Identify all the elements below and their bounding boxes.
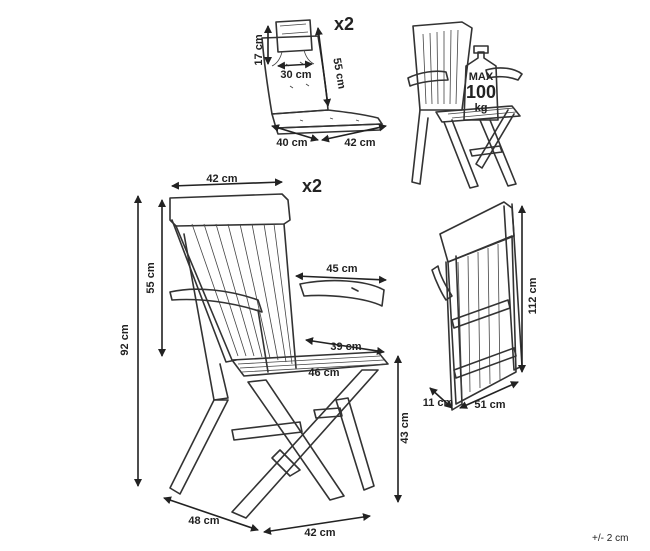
cushion-drawing: 17 cm 30 cm 55 cm 40 cm 42 cm x2 [253,14,387,149]
total-height-label: 92 cm [119,324,131,355]
cushion-width-label: 42 cm [344,137,375,149]
cushion-headrest [275,19,313,53]
cushion-depth-label: 40 cm [276,137,307,149]
depth-label: 48 cm [188,515,219,527]
seat-depth-label: 39 cm [330,341,361,353]
main-chair-drawing: 42 cm x2 92 cm 55 cm 45 cm 39 cm 46 cm 4… [119,173,411,539]
cushion-headrest-width-label: 30 cm [280,69,311,81]
width-label: 42 cm [304,527,335,539]
load-max-label: MAX [469,71,494,83]
folded-thickness-label: 11 cm [423,397,454,409]
cushion-headrest-height-label: 17 cm [253,34,265,65]
tolerance-note: +/- 2 cm [592,533,628,544]
cushion-seat [271,109,383,129]
main-chair-quantity: x2 [302,176,322,196]
load-unit-label: kg [475,102,488,114]
main-chair-right-arm [299,279,385,307]
folded-chair-drawing: 112 cm 11 cm 51 cm [423,201,539,411]
cushion-quantity: x2 [334,14,354,34]
folded-width-label: 51 cm [474,399,505,411]
back-width-label: 42 cm [206,173,237,185]
seat-height-label: 43 cm [399,412,411,443]
folded-height-label: 112 cm [527,277,539,314]
load-chair-drawing: MAX 100 kg [407,21,523,189]
cushion-back-height-label: 55 cm [330,57,347,90]
main-chair-left-arm [169,288,263,313]
back-height-label: 55 cm [145,262,157,293]
seat-width-label: 46 cm [308,367,339,379]
load-weight-icon [463,51,499,121]
load-value-label: 100 [466,82,496,102]
armrest-length-label: 45 cm [326,263,357,275]
main-chair-back-top [169,193,291,227]
